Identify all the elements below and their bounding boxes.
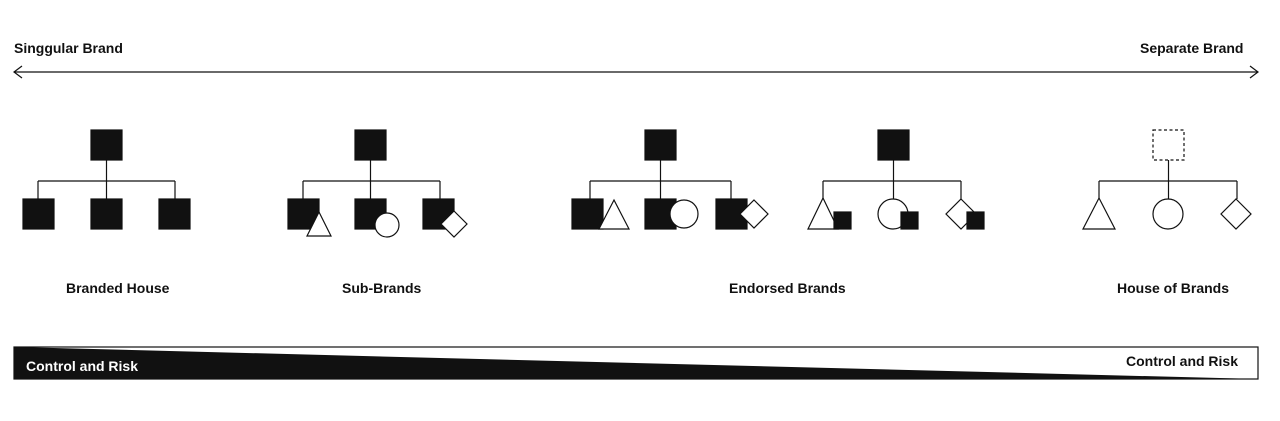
triangle-icon: [306, 210, 332, 237]
diamond-icon: [440, 210, 468, 238]
endorser-square: [833, 211, 852, 230]
hidden-master-square: [1152, 129, 1185, 161]
endorsed-brands-tree-a: [571, 129, 769, 230]
model-label-house-of-brands: House of Brands: [1117, 280, 1230, 296]
master-brand-square: [90, 129, 123, 161]
model-label-sub-brands: Sub-Brands: [342, 280, 422, 296]
endorsed-brands-tree-b: [807, 129, 985, 230]
parent-square: [422, 198, 455, 230]
child-brand-square: [158, 198, 191, 230]
risk-bar-left-label: Control and Risk: [26, 358, 139, 374]
circle-icon: [1152, 198, 1184, 230]
child-brand-square: [90, 198, 123, 230]
endorser-square: [966, 211, 985, 230]
triangle-icon: [1082, 196, 1116, 230]
master-brand-square: [877, 129, 910, 161]
branded-house-tree: [22, 129, 191, 230]
sub-brands-tree: [287, 129, 468, 238]
control-risk-bar: [13, 346, 1259, 380]
diamond-icon: [739, 199, 769, 229]
model-label-branded-house: Branded House: [66, 280, 170, 296]
parent-square: [571, 198, 604, 230]
model-label-endorsed-brands: Endorsed Brands: [729, 280, 846, 296]
parent-square: [644, 198, 677, 230]
house-of-brands-tree: [1082, 129, 1252, 230]
risk-bar-right-label: Control and Risk: [1126, 353, 1239, 369]
circle-icon: [669, 199, 699, 229]
spectrum-arrow: [13, 65, 1259, 79]
master-brand-square: [354, 129, 387, 161]
diamond-icon: [1220, 198, 1252, 230]
triangle-icon: [807, 196, 839, 230]
child-brand-square: [22, 198, 55, 230]
endorser-square: [900, 211, 919, 230]
spectrum-right-label: Separate Brand: [1140, 40, 1244, 56]
parent-square: [287, 198, 320, 230]
triangle-icon: [598, 198, 630, 230]
master-brand-square: [644, 129, 677, 161]
circle-icon: [374, 212, 400, 238]
spectrum-left-label: Singgular Brand: [14, 40, 123, 56]
